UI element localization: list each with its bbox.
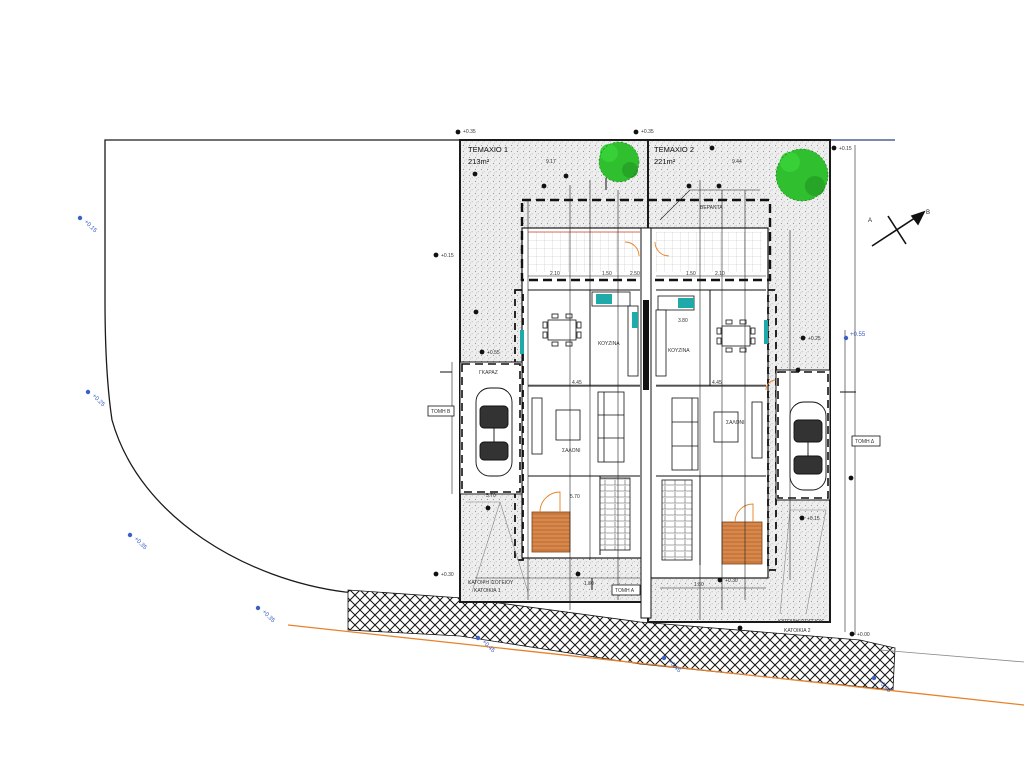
kitchen1-counter-side: [627, 305, 639, 377]
staircase-2: [661, 479, 693, 561]
party-wall-core: [643, 300, 649, 390]
car-2: [789, 401, 827, 491]
svg-text:Β: Β: [926, 210, 930, 216]
north-arrow-icon: [871, 210, 926, 247]
section-markers: [440, 178, 856, 590]
tree-2-icon: [775, 148, 829, 202]
car-1: [475, 387, 513, 477]
party-wall: [640, 227, 652, 619]
staircase-1: [599, 477, 631, 551]
sofa-2: [671, 397, 763, 471]
svg-text:Α: Α: [868, 218, 872, 224]
entrance-deck-2: [721, 521, 763, 565]
kitchen2-counter-side: [655, 309, 667, 377]
tree-1-icon: [598, 141, 640, 183]
terrace1-tiles: [528, 232, 640, 272]
sofa-1: [531, 391, 625, 463]
site-boundary: [104, 139, 461, 601]
dining-table-1: [542, 313, 582, 347]
road-hatch: [347, 589, 896, 691]
terrace2-tiles: [656, 232, 762, 272]
entrance-deck-1: [531, 511, 571, 553]
dining-table-2: [716, 319, 756, 353]
road-edge-orange: [287, 624, 1024, 706]
road-edge-grey: [879, 649, 1024, 663]
